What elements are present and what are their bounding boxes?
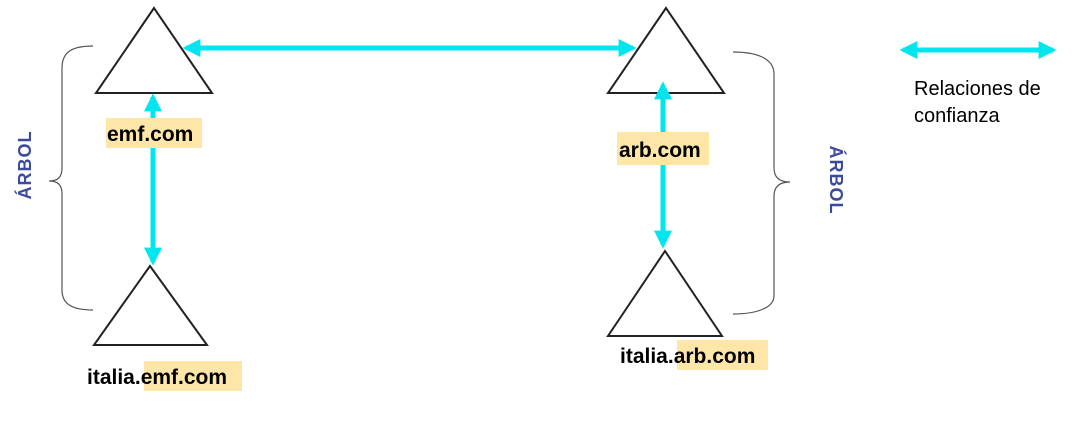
label-emf-child: italia.emf.com — [87, 361, 242, 391]
left-brace — [48, 45, 94, 311]
label-emf-child-highlight — [144, 361, 242, 391]
label-arb-root: arb.com — [617, 132, 709, 165]
label-arb-child-text: italia.arb.com — [620, 345, 755, 368]
label-arb-root-highlight — [617, 132, 709, 165]
right-brace — [732, 51, 791, 315]
label-emf-root: emf.com — [106, 118, 202, 148]
legend-text: Relaciones de confianza — [914, 78, 1046, 127]
legend-line-1: Relaciones de — [914, 78, 1041, 100]
side-label-left: ÁRBOL — [14, 131, 35, 200]
label-emf-child-text: italia.emf.com — [87, 366, 227, 389]
side-label-right: ÁRBOL — [826, 146, 847, 215]
emf-child-triangle — [92, 264, 209, 346]
legend-line-2: confianza — [914, 105, 1000, 127]
label-arb-child: italia.arb.com — [620, 340, 768, 370]
label-emf-root-text: emf.com — [107, 123, 193, 146]
label-arb-root-text: arb.com — [619, 139, 701, 162]
arb-child-triangle — [606, 249, 724, 337]
label-arb-child-highlight — [677, 340, 768, 370]
label-emf-root-highlight — [106, 118, 202, 148]
